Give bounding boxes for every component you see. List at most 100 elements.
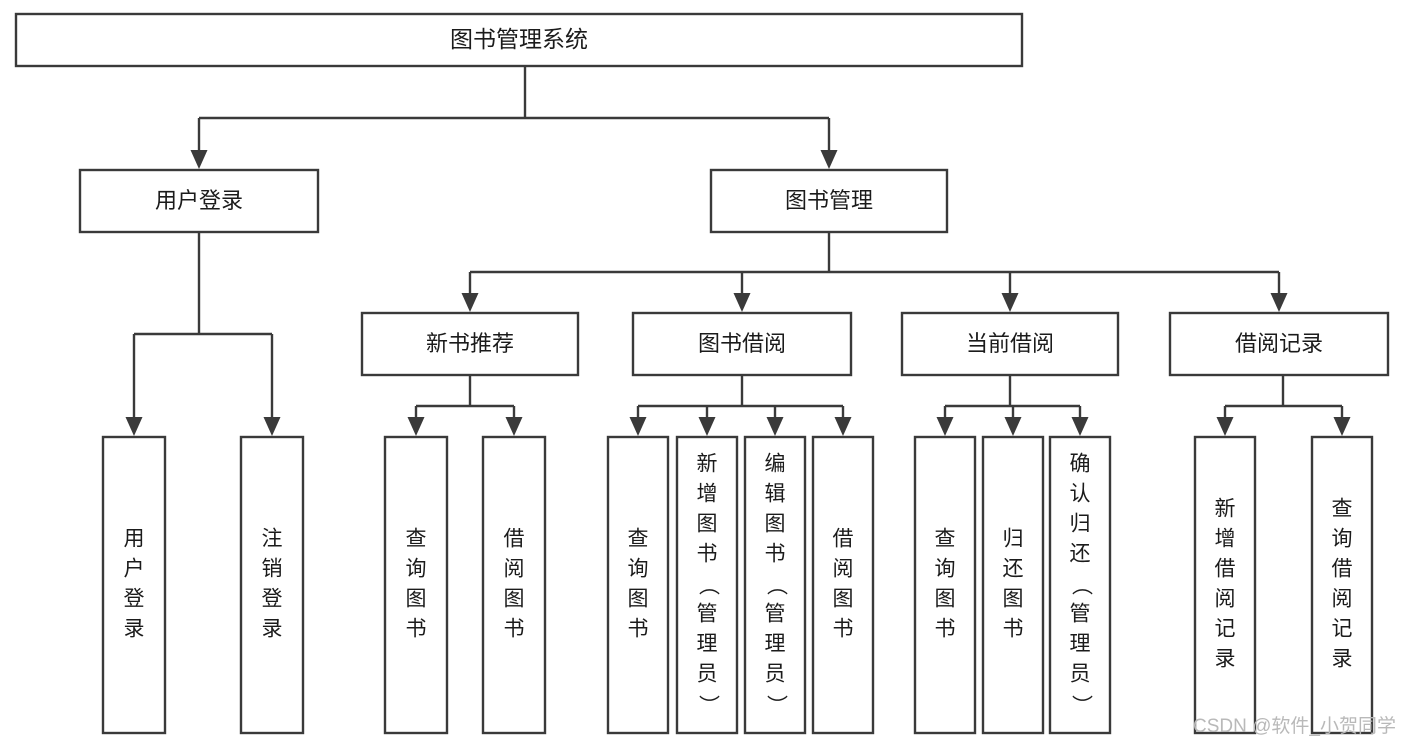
node-label-char: 员 [765, 663, 786, 686]
node-label-char: 查 [935, 528, 956, 551]
node-user-login[interactable]: 用户登录 [78, 168, 320, 234]
node-box-leaf-query-books-current[interactable] [913, 435, 977, 735]
node-box-leaf-add-book-admin[interactable] [675, 435, 739, 735]
node-label-char: 登 [262, 588, 283, 611]
node-box-leaf-add-borrow-record[interactable] [1193, 435, 1257, 735]
node-box-leaf-query-borrow-record[interactable] [1310, 435, 1374, 735]
edge-arrowhead [461, 293, 479, 312]
node-label-char: 管 [697, 603, 718, 626]
node-label-char: 登 [124, 588, 145, 611]
edge-arrowhead [834, 417, 852, 436]
edge-group-user-login [125, 232, 281, 436]
node-box-leaf-edit-book-admin[interactable] [743, 435, 807, 735]
edge-arrowhead [1333, 417, 1351, 436]
node-box-leaf-borrow-books-rec[interactable] [481, 435, 547, 735]
edge-arrowhead [1216, 417, 1234, 436]
node-label-char: 录 [1215, 648, 1236, 671]
node-label-char: 记 [1332, 618, 1353, 641]
node-label-char: 理 [765, 633, 786, 656]
node-box-borrow-records[interactable] [1168, 311, 1390, 377]
node-root[interactable]: 图书管理系统 [14, 12, 1024, 68]
node-label-char: 阅 [833, 558, 854, 581]
node-box-leaf-borrow-books[interactable] [811, 435, 875, 735]
node-box-current-borrow[interactable] [900, 311, 1120, 377]
node-layer: 图书管理系统用户登录图书管理新书推荐图书借阅当前借阅借阅记录用户登录注销登录查询… [14, 12, 1390, 735]
edge-arrowhead [125, 417, 143, 436]
edge-arrowhead [1004, 417, 1022, 436]
node-new-book-recommend[interactable]: 新书推荐 [360, 311, 580, 377]
node-box-leaf-query-books-rec[interactable] [383, 435, 449, 735]
node-label-book-management: 图书管理 [785, 188, 873, 213]
edge-arrowhead [505, 417, 523, 436]
node-label-char: 书 [406, 618, 427, 641]
node-leaf-user-login[interactable]: 用户登录 [101, 435, 167, 735]
node-box-root[interactable] [14, 12, 1024, 68]
node-label-char: 图 [833, 588, 854, 611]
node-label-char: 询 [628, 558, 649, 581]
edge-arrowhead [629, 417, 647, 436]
node-label-char: 书 [697, 543, 718, 566]
edge-group-book-management [461, 232, 1288, 312]
node-box-leaf-return-books[interactable] [981, 435, 1045, 735]
node-label-borrow-records: 借阅记录 [1235, 331, 1323, 356]
edge-arrowhead [698, 417, 716, 436]
node-label-char: 户 [124, 558, 145, 581]
node-label-char: 记 [1215, 618, 1236, 641]
edge-arrowhead [820, 150, 838, 169]
node-box-book-management[interactable] [709, 168, 949, 234]
node-label-char: 查 [628, 528, 649, 551]
node-box-leaf-confirm-return-admin[interactable] [1048, 435, 1112, 735]
node-label-char: 录 [124, 618, 145, 641]
node-label-char: 新 [697, 453, 718, 476]
node-label-char: （ [1069, 575, 1092, 596]
node-borrow-records[interactable]: 借阅记录 [1168, 311, 1390, 377]
node-label-char: 书 [935, 618, 956, 641]
node-box-leaf-logout[interactable] [239, 435, 305, 735]
node-book-management[interactable]: 图书管理 [709, 168, 949, 234]
node-box-book-borrow[interactable] [631, 311, 853, 377]
node-label-char: 书 [504, 618, 525, 641]
node-book-borrow[interactable]: 图书借阅 [631, 311, 853, 377]
node-label-char: 图 [765, 513, 786, 536]
edge-arrowhead [190, 150, 208, 169]
node-current-borrow[interactable]: 当前借阅 [900, 311, 1120, 377]
node-label-char: 编 [765, 453, 786, 476]
node-label-char: 还 [1003, 558, 1024, 581]
node-label-char: 借 [1215, 558, 1236, 581]
edge-arrowhead [733, 293, 751, 312]
node-label-char: 阅 [504, 558, 525, 581]
node-label-char: 注 [262, 528, 283, 551]
edge-group-book-borrow [629, 375, 852, 436]
node-label-current-borrow: 当前借阅 [966, 331, 1054, 356]
node-box-user-login[interactable] [78, 168, 320, 234]
node-label-char: 确 [1070, 453, 1091, 476]
node-label-char: 归 [1003, 528, 1024, 551]
node-label-book-borrow: 图书借阅 [698, 331, 786, 356]
node-box-leaf-user-login[interactable] [101, 435, 167, 735]
node-label-char: 辑 [765, 483, 786, 506]
node-box-new-book-recommend[interactable] [360, 311, 580, 377]
node-box-leaf-query-books-borrow[interactable] [606, 435, 670, 735]
node-label-char: （ [696, 575, 719, 596]
node-label-char: 还 [1070, 543, 1091, 566]
edge-group-borrow-records [1216, 375, 1351, 436]
node-label-char: 询 [406, 558, 427, 581]
node-label-char: 借 [504, 528, 525, 551]
node-label-char: 图 [406, 588, 427, 611]
node-label-char: 销 [262, 558, 283, 581]
node-label-char: 录 [262, 618, 283, 641]
edge-arrowhead [1071, 417, 1089, 436]
csdn-watermark: CSDN @软件_小贺同学 [1193, 715, 1396, 737]
